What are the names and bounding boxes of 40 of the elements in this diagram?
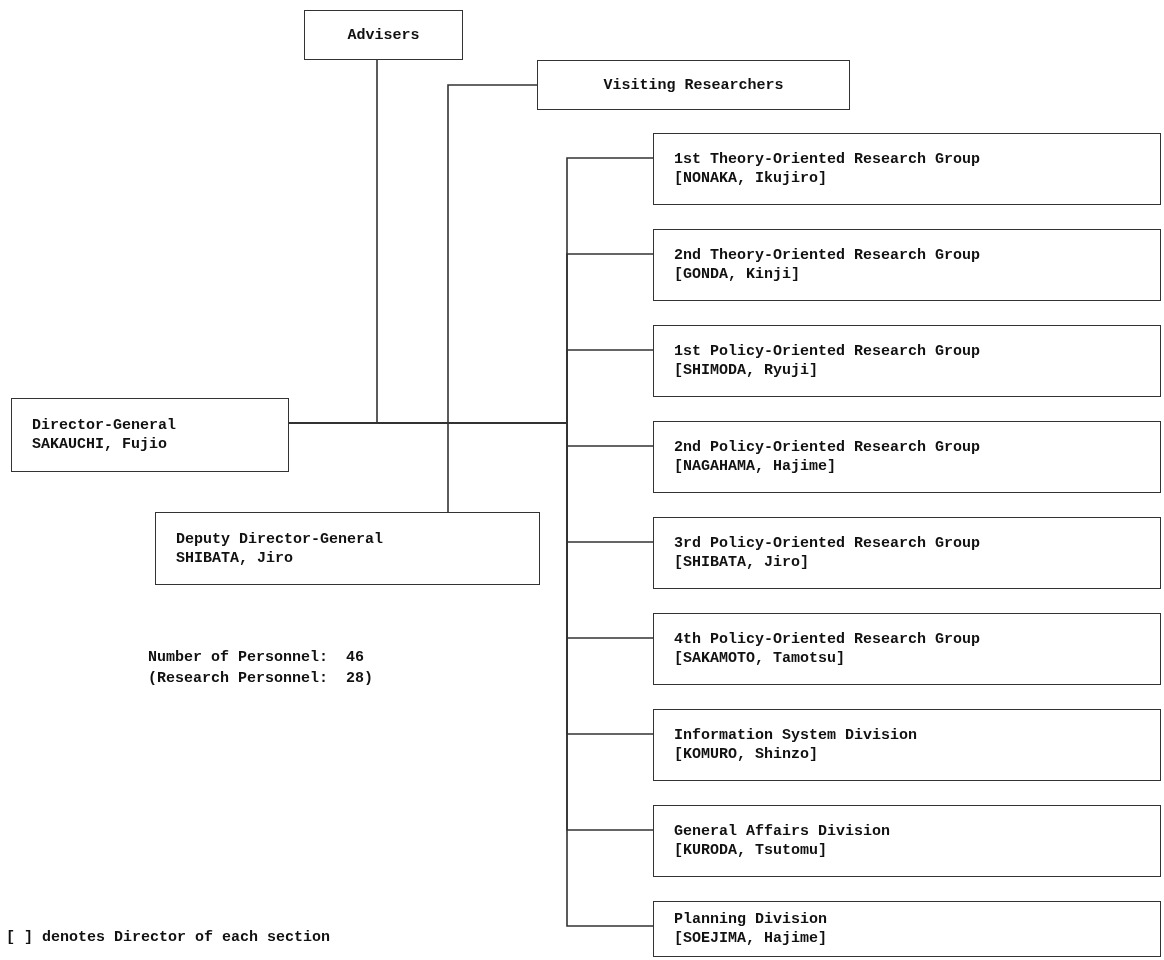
org-box (653, 901, 1161, 957)
unit-title: 2nd Policy-Oriented Research Group (674, 438, 982, 457)
unit-title: 2nd Theory-Oriented Research Group (674, 246, 982, 265)
org-box (653, 805, 1161, 877)
personnel-count: (Research Personnel: 28) (148, 669, 374, 688)
unit-title: 1st Policy-Oriented Research Group (674, 342, 982, 361)
unit-title: Director-General (32, 416, 178, 435)
org-box (653, 325, 1161, 397)
unit-title: 4th Policy-Oriented Research Group (674, 630, 982, 649)
unit-title: General Affairs Division (674, 822, 892, 841)
director-name: [SOEJIMA, Hajime] (674, 929, 829, 948)
org-box (537, 60, 850, 110)
director-name: SHIBATA, Jiro (176, 548, 295, 568)
org-box (653, 421, 1161, 493)
unit-title: Information System Division (674, 726, 919, 745)
director-name: [SHIMODA, Ryuji] (674, 361, 820, 380)
director-name: [SAKAMOTO, Tamotsu] (674, 649, 847, 668)
org-box (653, 133, 1161, 205)
unit-title: Advisers (347, 25, 420, 45)
director-name: [KURODA, Tsutomu] (674, 841, 829, 860)
unit-title: Planning Division (674, 910, 829, 929)
director-name: [SHIBATA, Jiro] (674, 553, 811, 572)
personnel-count: Number of Personnel: 46 (148, 648, 365, 667)
org-box (155, 512, 540, 585)
unit-title: 3rd Policy-Oriented Research Group (674, 534, 982, 553)
director-name: SAKAUCHI, Fujio (32, 435, 169, 454)
org-box (653, 229, 1161, 301)
org-box (653, 613, 1161, 685)
unit-title: 1st Theory-Oriented Research Group (674, 150, 982, 169)
director-name: [NONAKA, Ikujiro] (674, 169, 829, 188)
footnote: [ ] denotes Director of each section (6, 928, 331, 947)
director-name: [NAGAHAMA, Hajime] (674, 457, 838, 476)
director-name: [KOMURO, Shinzo] (674, 745, 820, 764)
org-box (11, 398, 289, 472)
unit-title: Deputy Director-General (176, 529, 385, 549)
director-name: [GONDA, Kinji] (674, 265, 802, 284)
org-box (653, 709, 1161, 781)
org-box (653, 517, 1161, 589)
org-box (304, 10, 463, 60)
unit-title: Visiting Researchers (603, 75, 784, 95)
